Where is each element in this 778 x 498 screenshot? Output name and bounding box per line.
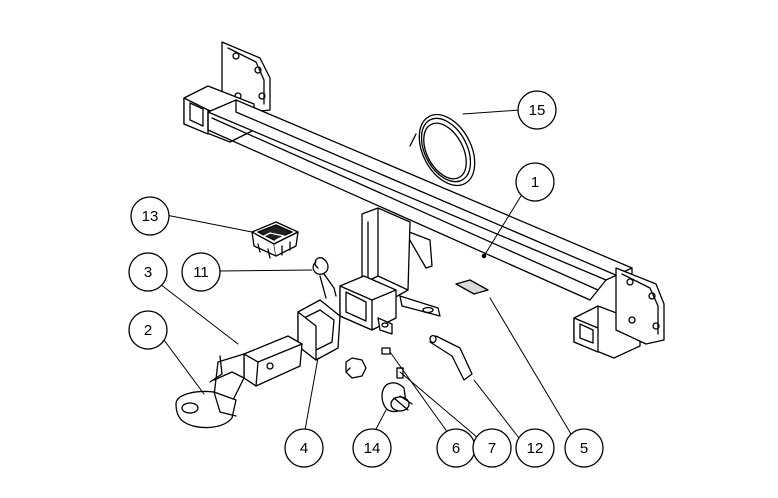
callout-4-label: 4 bbox=[300, 440, 308, 457]
callout-7: 7 bbox=[472, 428, 512, 468]
callout-15-label: 15 bbox=[529, 102, 546, 119]
callout-2-label: 2 bbox=[144, 322, 152, 339]
callout-12: 12 bbox=[515, 428, 555, 468]
label-plate bbox=[455, 279, 489, 295]
wire-coil bbox=[409, 113, 476, 187]
callout-1-label: 1 bbox=[531, 174, 539, 191]
collar-gasket bbox=[297, 299, 341, 361]
callout-3: 3 bbox=[128, 252, 168, 292]
callout-15: 15 bbox=[517, 90, 557, 130]
callout-1: 1 bbox=[515, 162, 555, 202]
leader-lines bbox=[159, 109, 572, 439]
callout-14: 14 bbox=[352, 428, 392, 468]
hitch-ball-hardware bbox=[345, 357, 413, 413]
callout-11-label: 11 bbox=[193, 264, 209, 281]
callout-11: 11 bbox=[181, 252, 221, 292]
callout-6: 6 bbox=[436, 428, 476, 468]
callout-2: 2 bbox=[128, 310, 168, 350]
safety-pin bbox=[429, 334, 473, 381]
receiver-cap bbox=[251, 221, 299, 259]
callout-3-label: 3 bbox=[144, 264, 152, 281]
callout-4: 4 bbox=[284, 428, 324, 468]
callout-13: 13 bbox=[130, 196, 170, 236]
ball-mount-drawbar bbox=[175, 335, 303, 429]
hitch-pin-clip bbox=[312, 257, 337, 299]
callout-14-label: 14 bbox=[364, 440, 381, 457]
callout-6-label: 6 bbox=[452, 440, 460, 457]
hitch-crossbar bbox=[183, 41, 665, 359]
callout-7-label: 7 bbox=[488, 440, 496, 457]
callout-12-label: 12 bbox=[527, 440, 544, 457]
callout-5-label: 5 bbox=[580, 440, 588, 457]
callout-13-label: 13 bbox=[142, 208, 159, 225]
callout-5: 5 bbox=[564, 428, 604, 468]
small-bolts bbox=[381, 347, 404, 379]
